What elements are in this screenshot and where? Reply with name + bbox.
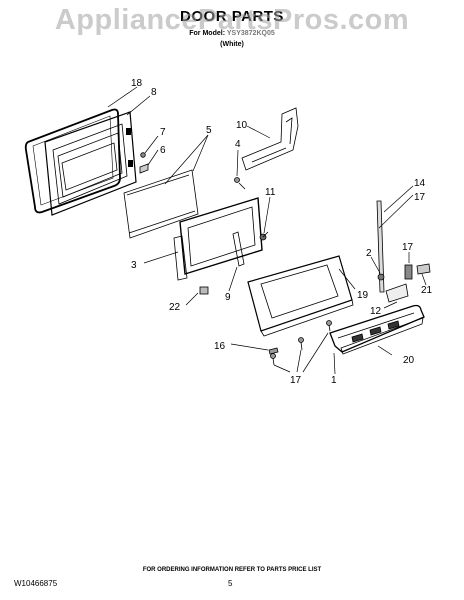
leader-lines [107,86,427,375]
vertical-rod [376,200,385,293]
callout-2: 2 [366,248,372,259]
clip-22 [199,286,209,295]
outer-door-panel [247,255,354,337]
handle-mount-parts [377,263,431,303]
window-frame [173,197,263,281]
model-line: For Model: YSY3872KQ05 [0,30,464,37]
door-gasket [24,108,121,214]
insulation-bracket [241,107,299,171]
callout-12: 12 [370,306,382,317]
screw-11 [259,231,269,241]
inner-door-panel [44,111,137,216]
callout-7: 7 [160,127,166,138]
callout-19: 19 [357,290,369,301]
model-code: YSY3872KQ05 [226,30,275,37]
callout-14: 14 [414,178,426,189]
side-strip [232,231,245,267]
callout-4: 4 [235,139,241,150]
callout-21: 21 [421,285,433,296]
callout-17-bottom: 17 [290,375,302,386]
callout-17-top: 17 [414,192,426,203]
callout-17-right: 17 [402,242,414,253]
model-prefix: For Model: [189,30,226,37]
screw-4 [234,177,246,190]
callout-10: 10 [236,120,248,131]
hinge-screws [139,152,149,174]
callout-20: 20 [403,355,415,366]
callout-8: 8 [151,87,157,98]
callout-1: 1 [331,375,337,386]
document-number: W10466875 [14,579,58,588]
door-glass [123,169,199,239]
callout-16: 16 [214,341,226,352]
callout-labels: 18 8 7 6 5 10 4 11 3 9 22 14 17 2 17 21 … [131,78,433,386]
ordering-note: FOR ORDERING INFORMATION REFER TO PARTS … [142,567,322,573]
callout-22: 22 [169,302,181,313]
callout-6: 6 [160,145,166,156]
callout-9: 9 [225,292,231,303]
callout-11: 11 [265,187,276,198]
callout-3: 3 [131,260,137,271]
door-handle [329,304,425,355]
callout-5: 5 [206,125,212,136]
callout-18: 18 [131,78,143,89]
color-label: (White) [220,41,244,48]
page-number: 5 [228,579,233,588]
bottom-screws [268,320,332,366]
page-title: DOOR PARTS [180,8,284,25]
